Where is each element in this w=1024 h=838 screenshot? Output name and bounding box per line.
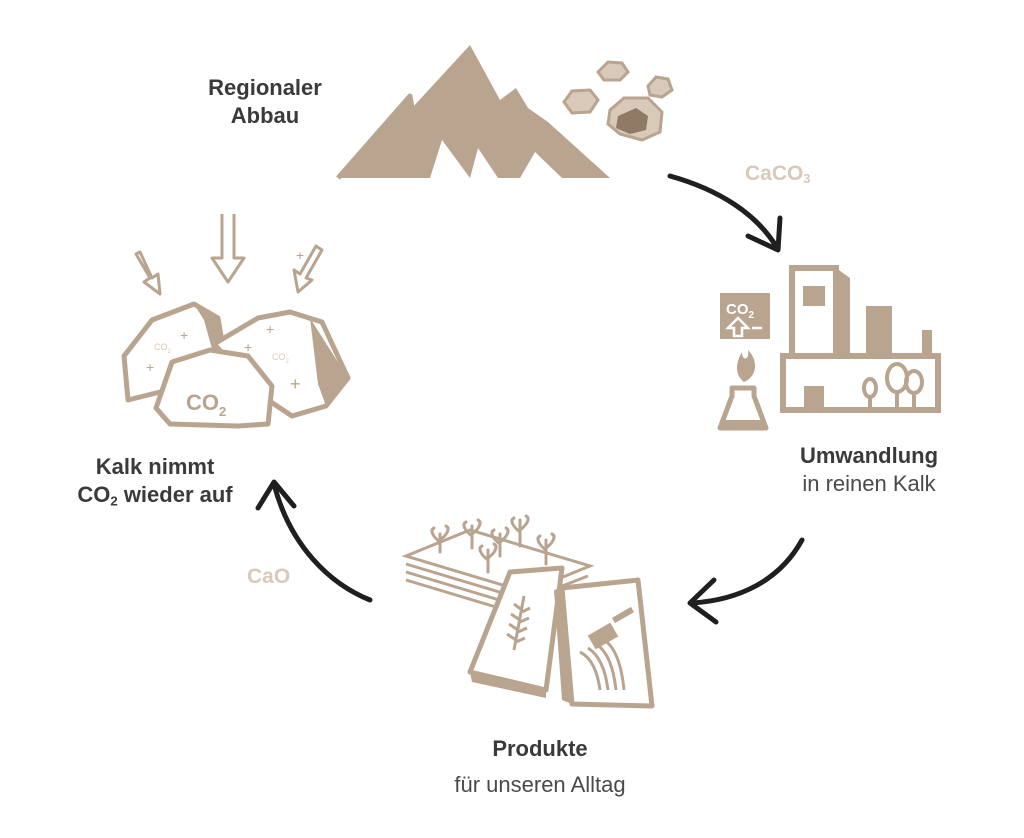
cycle-arrow-conversion-to-products [689,537,805,606]
rock-co2-label: CO [186,390,219,415]
conversion-label: Umwandlung in reinen Kalk [799,443,939,496]
svg-text:CO2: CO2 [154,342,172,355]
svg-text:+: + [296,247,304,263]
svg-text:+: + [266,321,274,337]
cao-label: CaO [247,565,291,588]
co2-badge-text: CO [726,301,749,318]
svg-text:+: + [146,359,154,375]
cycle-arrow-products-to-absorption [271,481,373,603]
svg-text:CO2: CO2 [272,352,290,365]
svg-text:+: + [244,339,252,355]
lime-factory-icon: CO2 [717,265,941,431]
mining-label: Regionaler Abbau [208,75,322,128]
svg-text:+: + [180,327,188,343]
limestone-rocks-icon: + + + + + + CO2 CO2 CO2 [121,214,351,429]
products-label: Produkte für unseren Alltag [454,736,626,797]
svg-text:CO2: CO2 [186,390,226,419]
svg-text:CO2: CO2 [726,301,755,321]
svg-text:+: + [290,374,301,394]
mountain-quarry-icon [336,45,674,180]
absorption-label: Kalk nimmt CO2 wieder auf [77,454,233,508]
caco3-label: CaCO3 [745,162,811,187]
cycle-arrow-mining-to-conversion [667,173,779,249]
lime-products-icon [401,514,655,709]
